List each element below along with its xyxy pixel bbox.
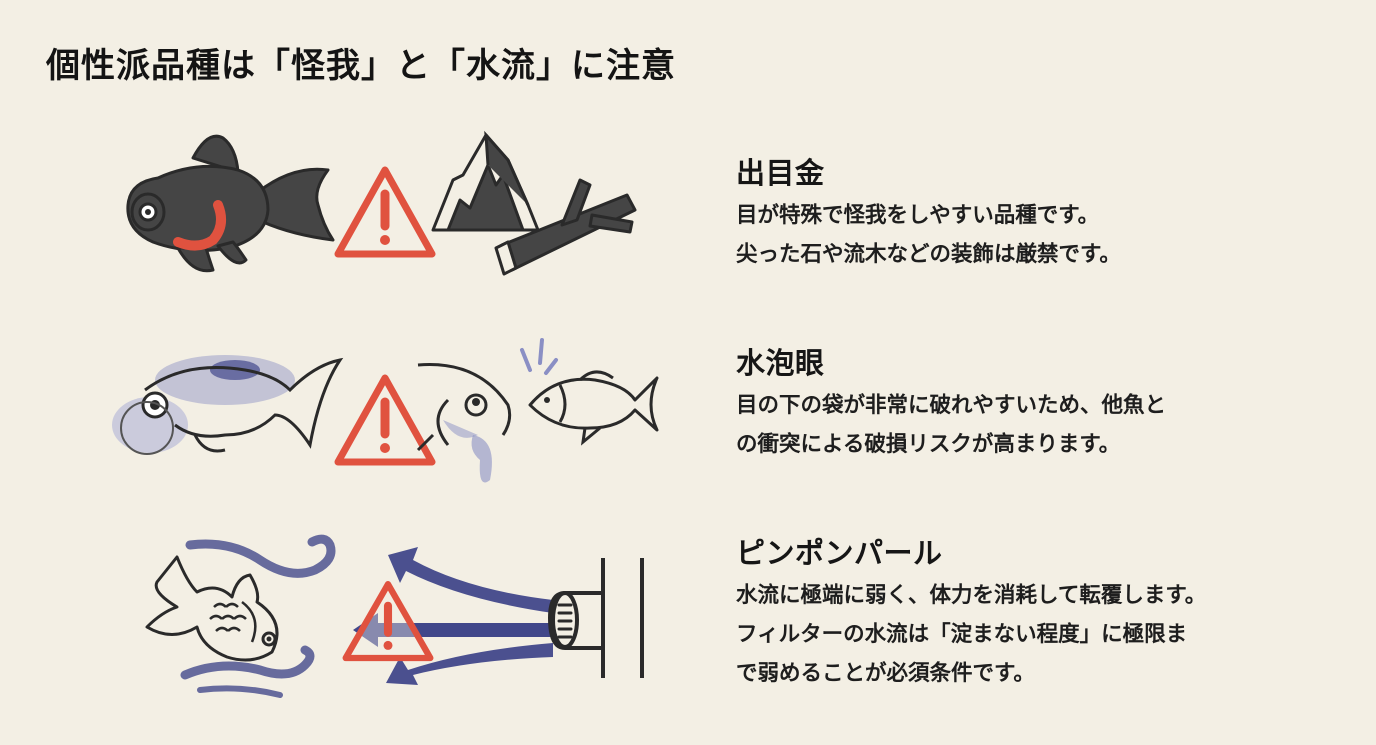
warning-triangle-icon xyxy=(342,581,434,662)
description-line: 目の下の袋が非常に破れやすいため、他魚と xyxy=(736,393,1167,418)
section-demekin-desc: 出目金 目が特殊で怪我をしやすい品種です。 尖った石や流木などの装飾は厳禁です。 xyxy=(736,150,1121,274)
section-demekin xyxy=(0,120,1376,290)
water-flow-arrows-icon xyxy=(353,547,553,685)
black-telescope-goldfish-icon xyxy=(126,134,335,273)
section-suihogan xyxy=(0,330,1376,490)
description-line: フィルターの水流は「淀まない程度」に極限ま xyxy=(736,622,1188,647)
variety-name: ピンポンパール xyxy=(736,536,943,570)
burst-eye-sac-icon xyxy=(416,363,512,483)
section-pingpong-pearl-desc: ピンポンパール 水流に極端に弱く、体力を消耗して転覆します。 フィルターの水流は… xyxy=(736,530,1206,693)
variety-name: 出目金 xyxy=(736,156,825,190)
warning-triangle-icon xyxy=(334,374,436,466)
bubble-eye-goldfish-icon xyxy=(112,355,344,455)
filter-outlet-icon xyxy=(547,558,644,678)
description-line: 尖った石や流木などの装飾は厳禁です。 xyxy=(736,242,1121,267)
description-line: で弱めることが必須条件です。 xyxy=(736,661,1035,686)
warning-triangle-icon xyxy=(334,166,436,258)
description-line: 水流に極端に弱く、体力を消耗して転覆します。 xyxy=(736,583,1207,608)
capsized-pingpong-pearl-icon xyxy=(145,555,279,662)
description-line: 目が特殊で怪我をしやすい品種です。 xyxy=(736,203,1100,228)
colliding-fish-icon xyxy=(528,370,659,446)
page-title: 個性派品種は「怪我」と「水流」に注意 xyxy=(46,46,676,86)
variety-name: 水泡眼 xyxy=(736,346,825,380)
impact-lines-icon xyxy=(520,338,558,375)
water-current-icon xyxy=(180,534,336,698)
sharp-rock-icon xyxy=(431,130,540,232)
description-line: の衝突による破損リスクが高まります。 xyxy=(736,432,1121,457)
driftwood-icon xyxy=(494,178,637,276)
section-pingpong-pearl xyxy=(0,525,1376,705)
section-suihogan-desc: 水泡眼 目の下の袋が非常に破れやすいため、他魚と の衝突による破損リスクが高まり… xyxy=(736,340,1166,464)
